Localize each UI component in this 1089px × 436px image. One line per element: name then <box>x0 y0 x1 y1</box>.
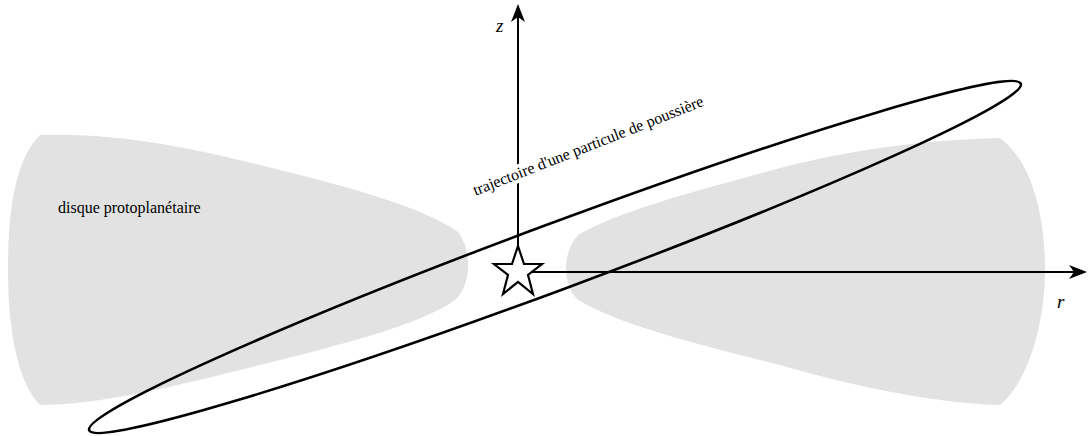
z-axis <box>517 12 519 272</box>
axis-label: r <box>1057 292 1064 313</box>
region-label: disque protoplanétaire <box>58 199 201 217</box>
axis-label: z <box>496 16 503 37</box>
disk-left-lobe <box>8 135 468 405</box>
r-axis <box>518 271 1078 273</box>
trajectory-label: trajectoire d'une particule de poussière <box>468 92 707 200</box>
star-symbol <box>494 246 542 294</box>
dust-trajectory <box>78 53 1033 436</box>
z-arrowhead <box>511 4 525 22</box>
r-arrowhead <box>1069 265 1087 279</box>
